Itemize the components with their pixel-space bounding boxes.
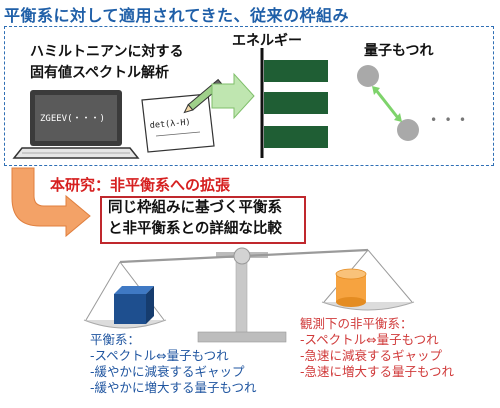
green-arrow-icon: [211, 72, 255, 120]
orange-arrow-icon: [11, 167, 91, 238]
equilibrium-item: -緩やかに増大する量子もつれ: [90, 380, 257, 395]
nonequilibrium-item: -スペクトル⇔量子もつれ: [300, 332, 439, 347]
nonequilibrium-item: -急速に減衰するギャップ: [300, 348, 443, 363]
entanglement-icon: • • •: [357, 65, 466, 141]
paper-icon: det(λ-H): [141, 93, 215, 153]
nonequilibrium-list: 観測下の非平衡系： -スペクトル⇔量子もつれ -急速に減衰するギャップ -急速に…: [300, 316, 454, 380]
framework-title: 平衡系に対して適用されてきた、従来の枠組み: [4, 6, 350, 25]
comparison-box: [100, 196, 306, 244]
comparison-line1: 同じ枠組みに基づく平衡系: [108, 200, 282, 216]
energy-level-bar: [264, 126, 328, 148]
equilibrium-item: -緩やかに減衰するギャップ: [90, 364, 245, 379]
equilibrium-item: -スペクトル⇔量子もつれ: [90, 348, 229, 363]
energy-level-bar: [264, 60, 328, 82]
energy-label: エネルギー: [232, 33, 302, 49]
comparison-text: 同じ枠組みに基づく平衡系 と非平衡系との詳細な比較: [108, 198, 282, 240]
comparison-line2: と非平衡系との詳細な比較: [108, 221, 282, 237]
hamiltonian-label-line2: 固有値スペクトル解析: [30, 65, 170, 81]
blue-cube-icon: [114, 286, 154, 324]
nonequilibrium-heading: 観測下の非平衡系：: [300, 316, 413, 331]
energy-spectrum: [260, 48, 328, 158]
hamiltonian-label-line1: ハミルトニアンに対する: [30, 44, 184, 60]
nonequilibrium-item: -急速に増大する量子もつれ: [300, 364, 455, 379]
framework-frame: [4, 26, 494, 166]
equilibrium-heading: 平衡系：: [90, 332, 141, 347]
laptop-screen-text: ZGEEV(・・・): [40, 114, 105, 124]
equilibrium-list: 平衡系： -スペクトル⇔量子もつれ -緩やかに減衰するギャップ -緩やかに増大す…: [90, 332, 257, 396]
entanglement-dots: • • •: [430, 113, 466, 127]
extension-label: 本研究：非平衡系への拡張: [50, 176, 231, 194]
orange-cylinder-icon: [335, 268, 367, 307]
energy-level-bar: [264, 92, 328, 114]
paper-formula: det(λ-H): [149, 117, 191, 131]
hamiltonian-label: ハミルトニアンに対する 固有値スペクトル解析: [30, 42, 183, 84]
entanglement-label: 量子もつれ: [364, 43, 434, 59]
laptop-icon: ZGEEV(・・・): [12, 90, 140, 159]
